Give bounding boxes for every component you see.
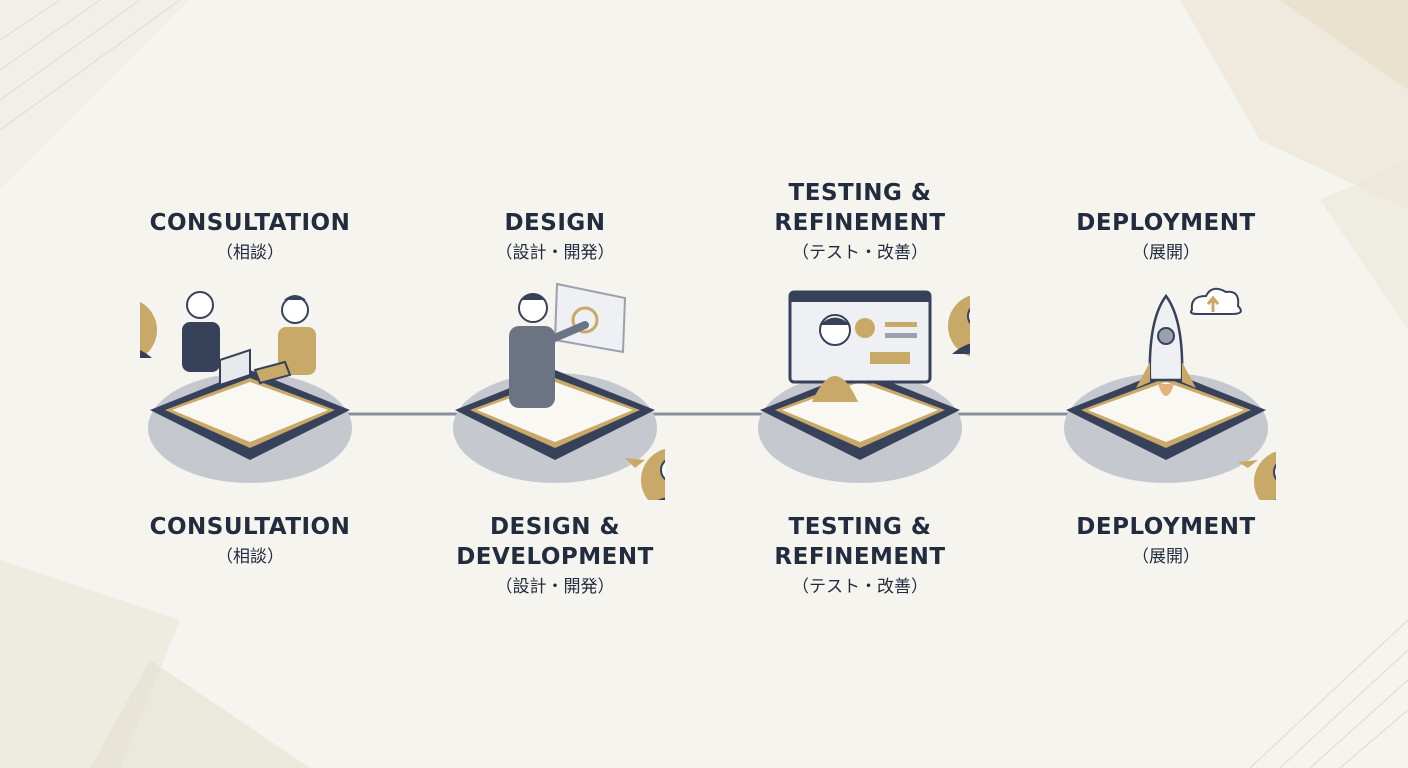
developer-avatar-icon bbox=[625, 449, 665, 500]
stage-bottom-title: DEVELOPMENT bbox=[456, 544, 654, 570]
stage-testing: TESTING & REFINEMENT （テスト・改善） bbox=[750, 0, 970, 768]
stage-bottom-title: REFINEMENT bbox=[774, 544, 946, 570]
stage-title: REFINEMENT bbox=[774, 210, 946, 236]
stage-top-label: DEPLOYMENT （展開） bbox=[1056, 208, 1276, 266]
meeting-people-icon bbox=[182, 291, 316, 375]
stage-top-label: TESTING & REFINEMENT （テスト・改善） bbox=[750, 178, 970, 266]
stage-deployment: DEPLOYMENT （展開） bbox=[1056, 0, 1276, 768]
stage-title: TESTING & bbox=[788, 180, 932, 206]
tablet-icon bbox=[253, 360, 292, 385]
stage-bottom-subtitle: （展開） bbox=[1132, 547, 1200, 567]
stage-title: CONSULTATION bbox=[149, 210, 351, 236]
consultation-scene bbox=[140, 291, 352, 483]
stage-design: DESIGN （設計・開発） DESIGN & bbox=[445, 0, 665, 768]
stage-subtitle: （相談） bbox=[216, 243, 284, 263]
stage-bottom-subtitle: （設計・開発） bbox=[495, 577, 615, 597]
stage-consultation: CONSULTATION （相談） CONSULTA bbox=[140, 0, 360, 768]
stage-top-label: DESIGN （設計・開発） bbox=[445, 208, 665, 266]
design-scene bbox=[453, 282, 665, 500]
stage-bottom-label: CONSULTATION （相談） bbox=[140, 512, 360, 570]
consultant-avatar-icon bbox=[140, 301, 157, 359]
stage-bottom-label: DESIGN & DEVELOPMENT （設計・開発） bbox=[445, 512, 665, 600]
headset-operator-icon bbox=[812, 314, 858, 402]
stage-bottom-title: DESIGN & bbox=[489, 514, 621, 540]
stage-bottom-title: CONSULTATION bbox=[149, 514, 351, 540]
stage-bottom-label: DEPLOYMENT （展開） bbox=[1056, 512, 1276, 570]
stage-bottom-subtitle: （テスト・改善） bbox=[792, 577, 928, 597]
stage-bottom-title: DEPLOYMENT bbox=[1076, 514, 1256, 540]
laptop-icon bbox=[219, 348, 251, 387]
stage-subtitle: （テスト・改善） bbox=[792, 243, 928, 263]
cloud-upload-icon bbox=[1189, 287, 1242, 315]
deployment-scene bbox=[1064, 287, 1276, 500]
rocket-icon bbox=[1136, 293, 1196, 396]
designer-person-icon bbox=[509, 293, 589, 408]
testing-scene bbox=[758, 290, 970, 483]
stage-bottom-subtitle: （相談） bbox=[216, 547, 284, 567]
holographic-screen-icon bbox=[553, 282, 627, 354]
stage-top-label: CONSULTATION （相談） bbox=[140, 208, 360, 266]
stage-subtitle: （展開） bbox=[1132, 243, 1200, 263]
stage-subtitle: （設計・開発） bbox=[495, 243, 615, 263]
stage-bottom-label: TESTING & REFINEMENT （テスト・改善） bbox=[750, 512, 970, 600]
support-avatar-icon bbox=[948, 295, 970, 357]
stage-title: DEPLOYMENT bbox=[1076, 210, 1256, 236]
dashboard-window-icon bbox=[788, 290, 932, 384]
stage-bottom-title: TESTING & bbox=[788, 514, 932, 540]
manager-avatar-icon bbox=[1238, 451, 1276, 500]
stage-title: DESIGN bbox=[504, 210, 606, 236]
